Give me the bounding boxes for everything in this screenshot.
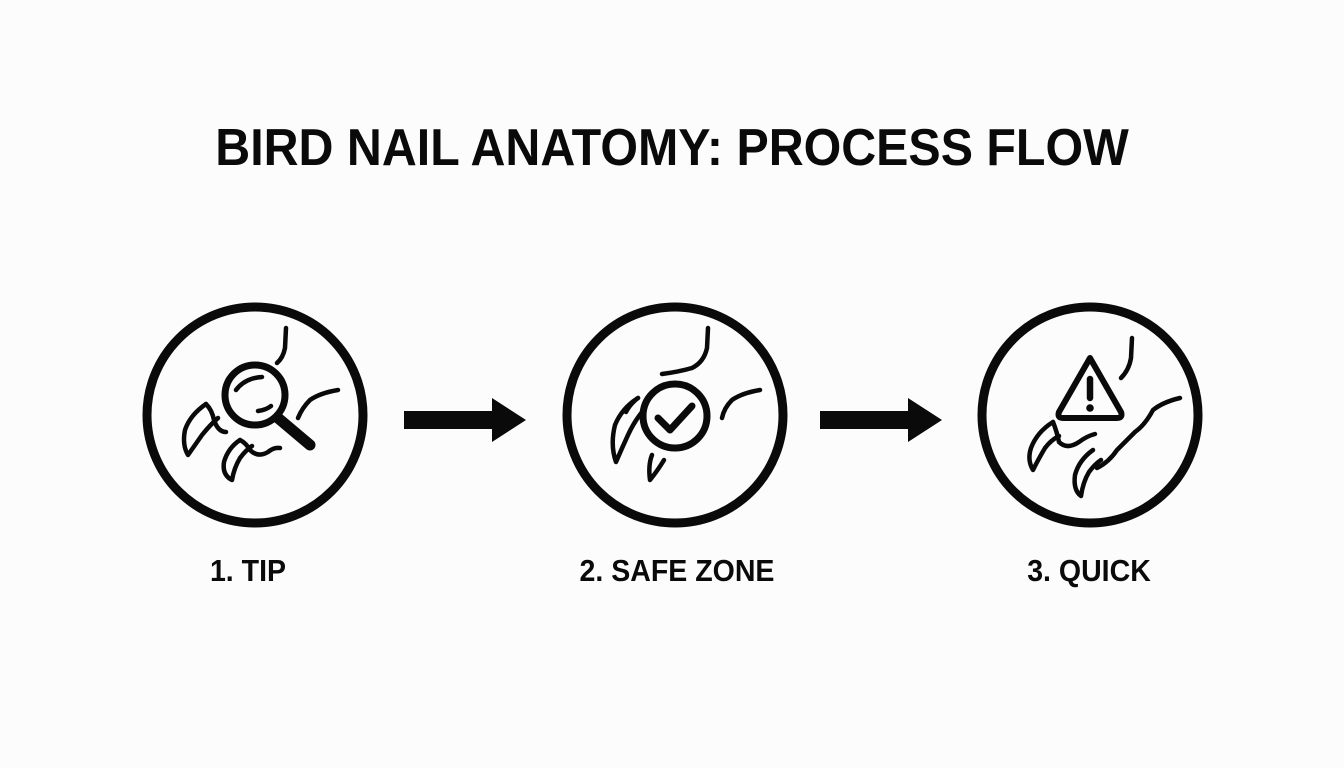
step-2-safe-zone bbox=[560, 300, 790, 530]
step-2-label: 2. SAFE ZONE bbox=[579, 553, 775, 588]
warning-claw-icon bbox=[977, 302, 1203, 528]
step-1-tip bbox=[140, 300, 370, 530]
arrow-right-icon bbox=[404, 398, 526, 442]
magnifying-glass-claw-icon bbox=[142, 302, 368, 528]
step-1-label: 1. TIP bbox=[209, 553, 287, 588]
diagram-title: BIRD NAIL ANATOMY: PROCESS FLOW bbox=[215, 119, 1129, 177]
step-3-quick bbox=[975, 300, 1205, 530]
arrow-right-icon bbox=[820, 398, 942, 442]
checkmark-claw-icon bbox=[562, 302, 788, 528]
step-3-label: 3. QUICK bbox=[1027, 553, 1151, 588]
